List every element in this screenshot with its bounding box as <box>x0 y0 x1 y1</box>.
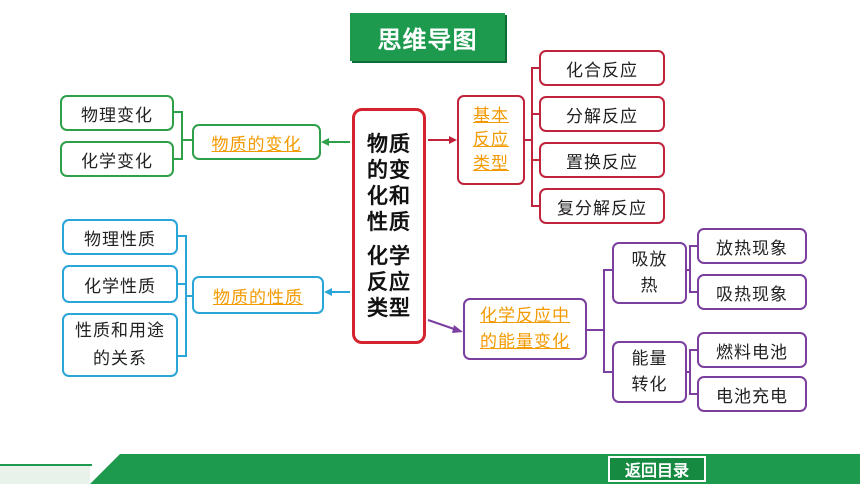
bracket-reaction-types <box>531 67 539 207</box>
branch-link-reaction-types[interactable]: 类型 <box>473 154 509 174</box>
leaf-battery-charging: 电池充电 <box>697 376 807 412</box>
ticks-reaction-types <box>532 113 539 161</box>
leaf-label: 复分解反应 <box>557 198 647 219</box>
leaf-label: 燃料电池 <box>716 342 788 363</box>
back-to-contents-button[interactable]: 返回目录 <box>608 456 706 482</box>
leaf-exothermic: 放热现象 <box>697 228 807 264</box>
branch-material-change[interactable]: 物质的变化 <box>192 124 321 160</box>
leaf-label: 物理变化 <box>81 105 153 126</box>
central-topic-line: 化学 <box>367 244 411 268</box>
bracket-conversion <box>689 349 697 395</box>
node-label: 能量转化 <box>631 349 668 395</box>
branch-energy-change[interactable]: 化学反应中 的能量变化 <box>463 298 587 360</box>
leaf-property-use: 性质和用途的关系 <box>62 313 178 377</box>
central-topic-line: 的变 <box>367 158 411 182</box>
arrow-line-energy <box>427 319 458 331</box>
central-topic-line: 物质 <box>367 132 411 156</box>
branch-link-material-change[interactable]: 物质的变化 <box>211 134 302 155</box>
leaf-label: 化合反应 <box>566 60 638 81</box>
leaf-label: 化学性质 <box>84 276 156 297</box>
leaf-physical-change: 物理变化 <box>60 95 174 131</box>
arrowhead-material-change <box>321 138 329 146</box>
branch-link-reaction-types[interactable]: 基本 <box>473 106 509 126</box>
arrowhead-reaction-types <box>449 136 457 144</box>
bracket-heat <box>689 245 697 293</box>
central-topic-line: 反应 <box>367 270 411 294</box>
leaf-decomposition-reaction: 分解反应 <box>539 96 665 132</box>
leaf-chemical-change: 化学变化 <box>60 141 174 177</box>
bracket-energy <box>603 269 612 373</box>
leaf-chemical-property: 化学性质 <box>62 265 178 303</box>
node-energy-conversion: 能量转化 <box>612 341 687 403</box>
leaf-combination-reaction: 化合反应 <box>539 50 665 86</box>
node-heat-absorption-release: 吸放热 <box>612 242 687 304</box>
leaf-label: 分解反应 <box>566 106 638 127</box>
leaf-label: 物理性质 <box>84 229 156 250</box>
leaf-endothermic: 吸热现象 <box>697 274 807 310</box>
page-title: 思维导图 <box>350 13 505 61</box>
arrowhead-material-property <box>324 288 332 296</box>
bracket-material-change <box>174 111 183 160</box>
leaf-label: 化学变化 <box>81 151 153 172</box>
leaf-label: 置换反应 <box>566 152 638 173</box>
arrowhead-energy <box>452 325 463 333</box>
leaf-double-decomposition: 复分解反应 <box>539 188 665 224</box>
leaf-displacement-reaction: 置换反应 <box>539 142 665 178</box>
leaf-label: 吸热现象 <box>716 284 788 305</box>
leaf-label: 放热现象 <box>716 238 788 259</box>
branch-link-material-property[interactable]: 物质的性质 <box>213 287 303 308</box>
branch-material-property[interactable]: 物质的性质 <box>192 276 324 314</box>
branch-link-energy-change[interactable]: 化学反应中 <box>480 306 570 326</box>
central-topic-line: 类型 <box>367 296 411 320</box>
leaf-fuel-cell: 燃料电池 <box>697 332 807 368</box>
footer-bar <box>0 454 860 484</box>
branch-reaction-types[interactable]: 基本 反应 类型 <box>457 95 525 185</box>
central-topic: 物质 的变 化和 性质 化学 反应 类型 <box>352 108 426 344</box>
central-topic-line: 性质 <box>367 210 411 234</box>
branch-link-energy-change[interactable]: 的能量变化 <box>480 332 570 352</box>
central-topic-line: 化和 <box>367 184 411 208</box>
branch-link-reaction-types[interactable]: 反应 <box>473 130 509 150</box>
bracket-material-property <box>178 235 187 357</box>
leaf-physical-property: 物理性质 <box>62 219 178 255</box>
leaf-label: 电池充电 <box>716 386 788 407</box>
leaf-label: 性质和用途的关系 <box>75 321 165 369</box>
node-label: 吸放热 <box>631 250 668 296</box>
